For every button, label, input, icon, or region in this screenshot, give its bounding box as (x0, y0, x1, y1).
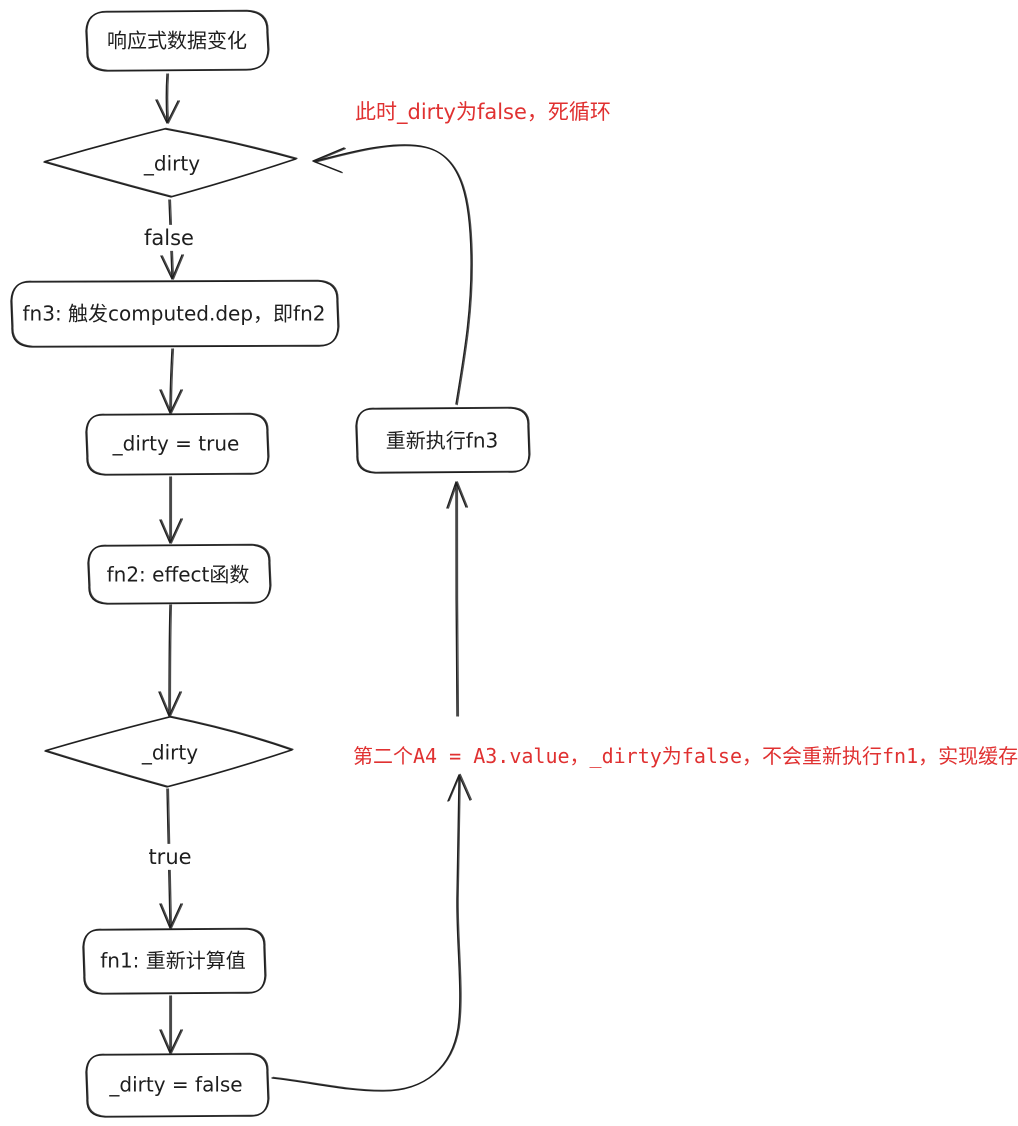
annotation-cache: 第二个A4 = A3.value，_dirty为false，不会重新执行fn1，… (353, 744, 1018, 768)
node-start-label: 响应式数据变化 (107, 28, 247, 53)
arrow-fn2-to-dirty2 (158, 604, 183, 717)
node-fn3-label: fn3: 触发computed.dep，即fn2 (22, 301, 326, 326)
node-dirty-check-1-label: _dirty (143, 151, 201, 176)
node-dirty-true-label: _dirty = true (112, 431, 240, 456)
annotation-dead-loop: 此时_dirty为false，死循环 (355, 100, 611, 124)
node-dirty-check-2-label: _dirty (141, 740, 199, 765)
node-dirty-false-label: _dirty = false (109, 1072, 243, 1097)
arrow-cache-note-to-rerun-fn3 (446, 481, 469, 717)
arrow-start-to-dirty1 (155, 73, 181, 124)
node-fn1-label: fn1: 重新计算值 (100, 948, 246, 973)
node-fn2-label: fn2: effect函数 (106, 562, 250, 587)
node-rerun-fn3-label: 重新执行fn3 (385, 428, 499, 453)
arrow-fn3-to-dirty-true (159, 348, 184, 414)
edge-label-false: false (139, 224, 199, 252)
edge-label-true: true (143, 843, 197, 871)
arrow-dirty-true-to-fn2 (159, 476, 184, 544)
arrow-rerun-fn3-to-dirty1 (312, 144, 473, 406)
arrow-dirty-false-to-cache-note (271, 773, 472, 1092)
arrow-fn1-to-dirty-false (159, 995, 184, 1054)
